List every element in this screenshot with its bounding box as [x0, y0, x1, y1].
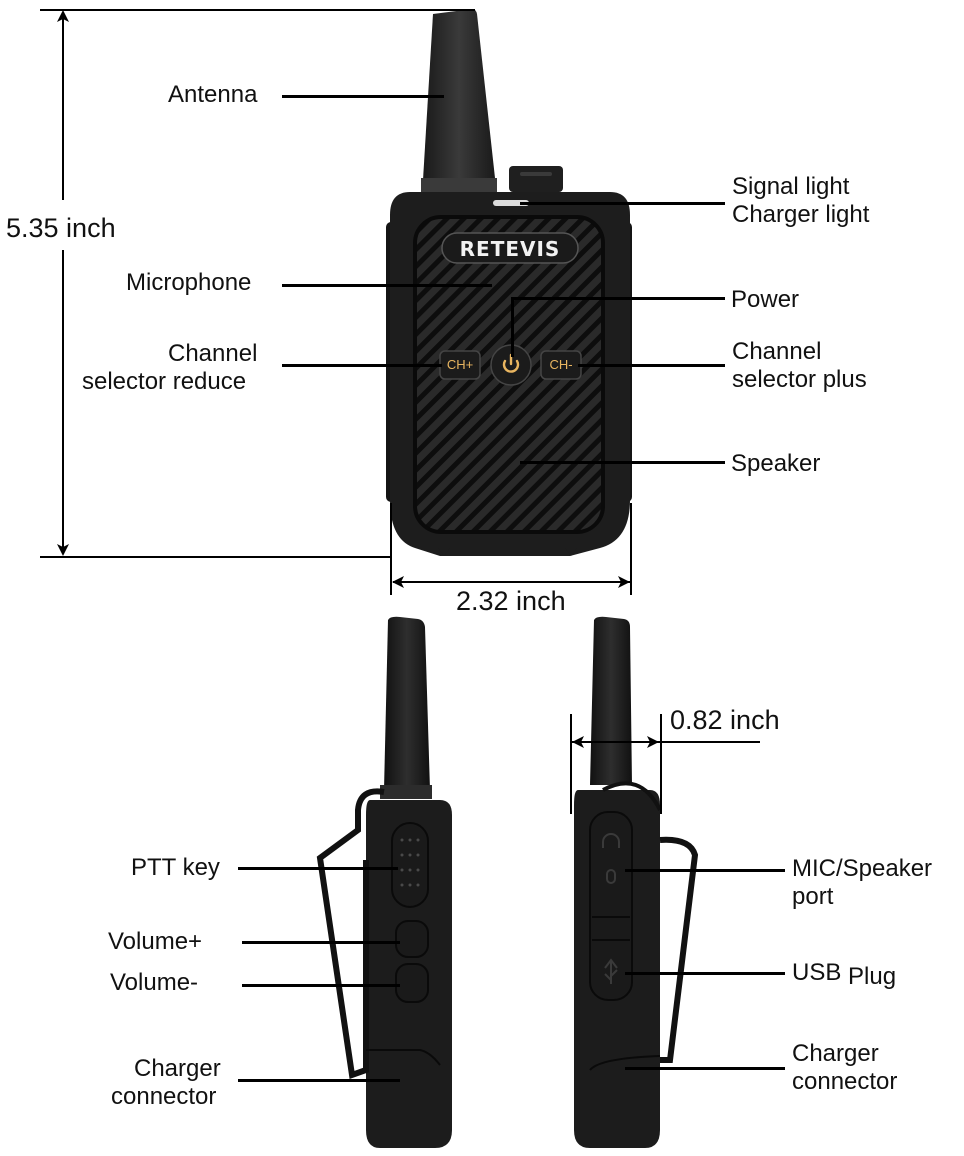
antenna-leader [282, 95, 444, 98]
left-charger-label-1: Charger [134, 1055, 221, 1082]
arrow-left-icon [392, 576, 404, 588]
microphone-icon [606, 869, 616, 884]
arrow-left-icon [572, 736, 584, 748]
channel-reduce-label-2: selector reduce [82, 368, 247, 395]
channel-reduce-label-1: Channel [168, 340, 258, 367]
power-icon [502, 359, 520, 373]
channel-reduce-leader [282, 364, 442, 367]
channel-plus-label-2: selector plus [732, 366, 867, 393]
arrow-up-icon [57, 10, 69, 22]
power-leader [512, 297, 725, 300]
usb-icon [604, 958, 618, 984]
volume-up-leader [242, 941, 400, 944]
mic-speaker-leader [625, 869, 785, 872]
height-bottom-extension [40, 556, 390, 558]
height-top-extension [40, 9, 475, 11]
height-label: 5.35 inch [6, 213, 116, 243]
usb-label: USB Plug [792, 959, 897, 990]
ptt-leader [238, 867, 398, 870]
right-charger-label-2: connector [792, 1068, 898, 1095]
mic-speaker-label-1: MIC/Speaker [792, 855, 933, 882]
arrow-down-icon [57, 544, 69, 556]
brand-logo: RETEVIS [459, 237, 561, 261]
ch-plus-button: CH+ [446, 357, 474, 372]
volume-down-label: Volume- [110, 969, 199, 996]
volume-up-label: Volume+ [108, 928, 203, 955]
depth-label: 0.82 inch [670, 705, 780, 735]
ptt-key-label: PTT key [131, 854, 220, 881]
mic-speaker-label-2: port [792, 883, 834, 910]
microphone-label: Microphone [126, 269, 252, 296]
ch-minus-button: CH- [549, 357, 573, 372]
speaker-leader [520, 461, 725, 464]
antenna-label: Antenna [168, 81, 258, 108]
power-label: Power [731, 286, 800, 313]
headphone-icon [602, 833, 620, 848]
speaker-label: Speaker [731, 450, 821, 477]
right-charger-label-1: Charger [792, 1040, 879, 1067]
microphone-leader [282, 284, 492, 287]
left-charger-leader [238, 1079, 400, 1082]
channel-plus-label-1: Channel [732, 338, 822, 365]
right-charger-leader [625, 1067, 785, 1070]
arrow-right-icon [647, 736, 659, 748]
channel-plus-leader [578, 364, 725, 367]
antenna-shape [423, 9, 495, 180]
charger-light-label: Charger light [732, 201, 870, 228]
signal-light-leader [520, 202, 725, 205]
volume-down-leader [242, 984, 400, 987]
arrow-right-icon [618, 576, 630, 588]
signal-light-label: Signal light [732, 173, 850, 200]
left-charger-label-2: connector [111, 1083, 217, 1110]
width-label: 2.32 inch [452, 586, 570, 617]
usb-leader [625, 972, 785, 975]
